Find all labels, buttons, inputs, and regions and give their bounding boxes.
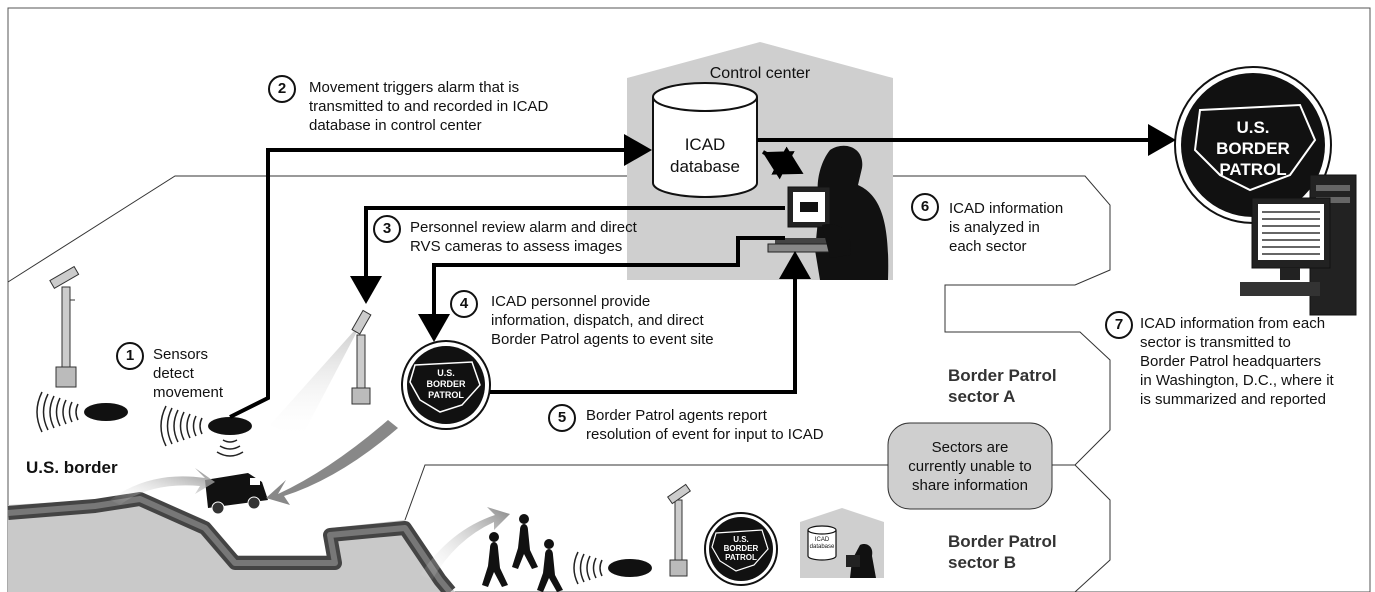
sector-b-border-patrol-logo — [704, 512, 778, 586]
arrow-step5-report — [490, 251, 811, 394]
agent-logo-text: U.S. BORDER PATROL — [426, 368, 466, 400]
us-border-label: U.S. border — [26, 458, 118, 477]
control-center-title: Control center — [709, 65, 811, 82]
arrow-step2-alarm — [229, 134, 652, 419]
icad-database-label: ICAD database — [670, 135, 740, 176]
step-4-badge: 4 — [450, 290, 478, 318]
border-land — [8, 492, 455, 592]
sensor-signal-waves — [216, 439, 244, 457]
hq-logo-text: U.S. BORDER PATROL — [1216, 118, 1290, 179]
sector-b-control-center — [800, 508, 884, 578]
operator-workstation — [767, 145, 889, 280]
left-ground-sensor — [84, 403, 128, 421]
step-1-badge: 1 — [116, 342, 144, 370]
sector-a-outline — [7, 175, 1111, 521]
walking-migrants — [482, 514, 563, 592]
frame — [7, 7, 1371, 592]
rvs-camera-pole — [351, 309, 372, 405]
sector-a-label: Border Patrol sector A — [948, 366, 1057, 406]
step-5-badge: 5 — [548, 404, 576, 432]
step-6-text: ICAD information is analyzed in each sec… — [949, 200, 1064, 255]
wedge-arrow-sector-b — [420, 507, 510, 580]
left-sensor-waves — [36, 391, 79, 433]
step-2-text: Movement triggers alarm that is transmit… — [309, 79, 549, 134]
hq-computer — [1240, 174, 1357, 316]
sector-b-icad-label: ICAD database — [809, 537, 835, 550]
step-6-badge: 6 — [911, 193, 939, 221]
sector-b-sensor-waves — [573, 551, 603, 585]
step-3-text: Personnel review alarm and direct RVS ca… — [410, 219, 637, 255]
step-4-text: ICAD personnel provide information, disp… — [491, 293, 714, 348]
step-3-badge: 3 — [373, 215, 401, 243]
agent-border-patrol-logo — [401, 340, 491, 430]
sector-b-label: Border Patrol sector B — [948, 532, 1057, 572]
camera-beam — [270, 322, 362, 440]
step-1-text: Sensors detect movement — [153, 346, 224, 401]
sector-b-camera-pole — [666, 483, 692, 577]
left-camera-pole — [49, 265, 80, 388]
step-2-badge: 2 — [268, 75, 296, 103]
icad-database-cylinder — [652, 82, 758, 198]
detecting-sensor — [208, 417, 252, 435]
arrow-step4-dispatch — [418, 236, 785, 342]
arrow-step3-camera — [350, 206, 785, 304]
sector-b-outline — [1074, 464, 1111, 592]
wedge-arrow-from-agents — [266, 420, 398, 505]
step-7-badge: 7 — [1105, 311, 1133, 339]
patrol-vehicle — [205, 473, 268, 515]
hq-border-patrol-logo — [1174, 66, 1332, 224]
detecting-sensor-waves — [160, 405, 203, 447]
sector-b-sensor — [608, 559, 652, 577]
sector-b-logo-text: U.S. BORDER PATROL — [723, 535, 759, 562]
wedge-arrow-to-vehicle — [110, 468, 215, 505]
sectors-note-bubble — [887, 422, 1053, 510]
step-7-text: ICAD information from each sector is tra… — [1140, 315, 1334, 408]
step-5-text: Border Patrol agents report resolution o… — [586, 407, 824, 443]
sectors-note-text: Sectors are currently unable to share in… — [908, 439, 1032, 494]
